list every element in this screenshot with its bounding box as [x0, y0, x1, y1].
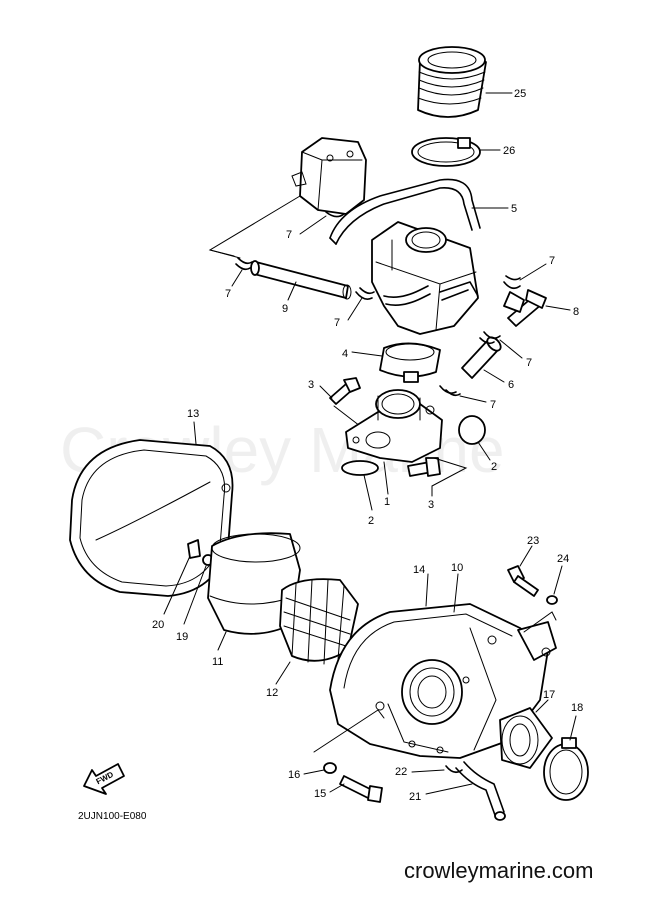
part-26-clamp[interactable] — [411, 137, 481, 167]
part-15-bolt[interactable] — [339, 775, 383, 803]
callout-2-a[interactable]: 2 — [491, 461, 497, 473]
part-9-hose[interactable] — [250, 260, 352, 300]
callout-16[interactable]: 16 — [288, 769, 300, 781]
callout-7-e[interactable]: 7 — [526, 357, 532, 369]
callout-6[interactable]: 6 — [508, 379, 514, 391]
part-21-drain-hose[interactable] — [455, 761, 506, 821]
forward-arrow-icon: FWD — [83, 763, 125, 795]
callout-25[interactable]: 25 — [514, 88, 526, 100]
part-3-bolt-upper[interactable] — [329, 377, 361, 405]
drawing-code: 2UJN100-E080 — [78, 811, 147, 822]
callout-1[interactable]: 1 — [384, 496, 390, 508]
callout-17[interactable]: 17 — [543, 689, 555, 701]
callout-11[interactable]: 11 — [212, 656, 223, 668]
footer-url[interactable]: crowleymarine.com — [404, 858, 594, 883]
part-17-joint[interactable] — [499, 707, 553, 769]
callout-3-a[interactable]: 3 — [308, 379, 314, 391]
callout-3-b[interactable]: 3 — [428, 499, 434, 511]
callout-13[interactable]: 13 — [187, 408, 199, 420]
part-7-clip-lower[interactable] — [439, 385, 461, 397]
callout-5[interactable]: 5 — [511, 203, 517, 215]
callout-12[interactable]: 12 — [266, 687, 278, 699]
part-7-clip-right-upper[interactable] — [503, 275, 521, 290]
callout-23[interactable]: 23 — [527, 535, 539, 547]
callout-7-d[interactable]: 7 — [549, 255, 555, 267]
part-22-clip[interactable] — [445, 765, 463, 774]
callout-15[interactable]: 15 — [314, 788, 326, 800]
callout-9[interactable]: 9 — [282, 303, 288, 315]
callout-4[interactable]: 4 — [342, 348, 348, 360]
part-13-air-cleaner-cover[interactable] — [69, 439, 234, 597]
callout-7-a[interactable]: 7 — [286, 229, 292, 241]
callout-24[interactable]: 24 — [557, 553, 569, 565]
part-7-clip-upper-left[interactable] — [325, 211, 345, 218]
part-20-screw[interactable] — [187, 539, 201, 559]
callout-21[interactable]: 21 — [409, 791, 421, 803]
breather-cover[interactable] — [291, 137, 367, 215]
callout-26[interactable]: 26 — [503, 145, 515, 157]
callout-8[interactable]: 8 — [573, 306, 579, 318]
part-2-o-ring-right[interactable] — [458, 415, 486, 445]
part-18-clamp[interactable] — [543, 737, 589, 801]
callout-2-b[interactable]: 2 — [368, 515, 374, 527]
part-2-o-ring-lower[interactable] — [341, 460, 379, 476]
part-7-clip-center[interactable] — [355, 287, 375, 300]
part-5-breather-hose[interactable] — [329, 178, 481, 245]
part-8-t-joint[interactable] — [503, 289, 547, 327]
callout-10[interactable]: 10 — [451, 562, 463, 574]
part-12-mesh-guide[interactable] — [279, 578, 359, 665]
callout-18[interactable]: 18 — [571, 702, 583, 714]
part-23-bolt[interactable] — [507, 565, 539, 597]
part-16-washer[interactable] — [323, 762, 337, 774]
part-25-joint-boot[interactable] — [417, 46, 487, 118]
callout-7-b[interactable]: 7 — [334, 317, 340, 329]
part-10-air-cleaner-case[interactable] — [329, 603, 557, 759]
callout-7-f[interactable]: 7 — [490, 399, 496, 411]
callout-20[interactable]: 20 — [152, 619, 164, 631]
part-6-short-hose[interactable] — [461, 335, 503, 379]
part-24-washer[interactable] — [546, 595, 558, 605]
callout-22[interactable]: 22 — [395, 766, 407, 778]
callout-14[interactable]: 14 — [413, 564, 425, 576]
callout-19[interactable]: 19 — [176, 631, 188, 643]
callout-7-c[interactable]: 7 — [225, 288, 231, 300]
part-4-clamp[interactable] — [379, 342, 441, 383]
part-7-clip-right-mid[interactable] — [479, 331, 501, 345]
part-1-joint[interactable] — [345, 389, 443, 463]
carburetor-joint[interactable] — [371, 221, 479, 335]
part-7-clip-left[interactable] — [235, 257, 253, 271]
